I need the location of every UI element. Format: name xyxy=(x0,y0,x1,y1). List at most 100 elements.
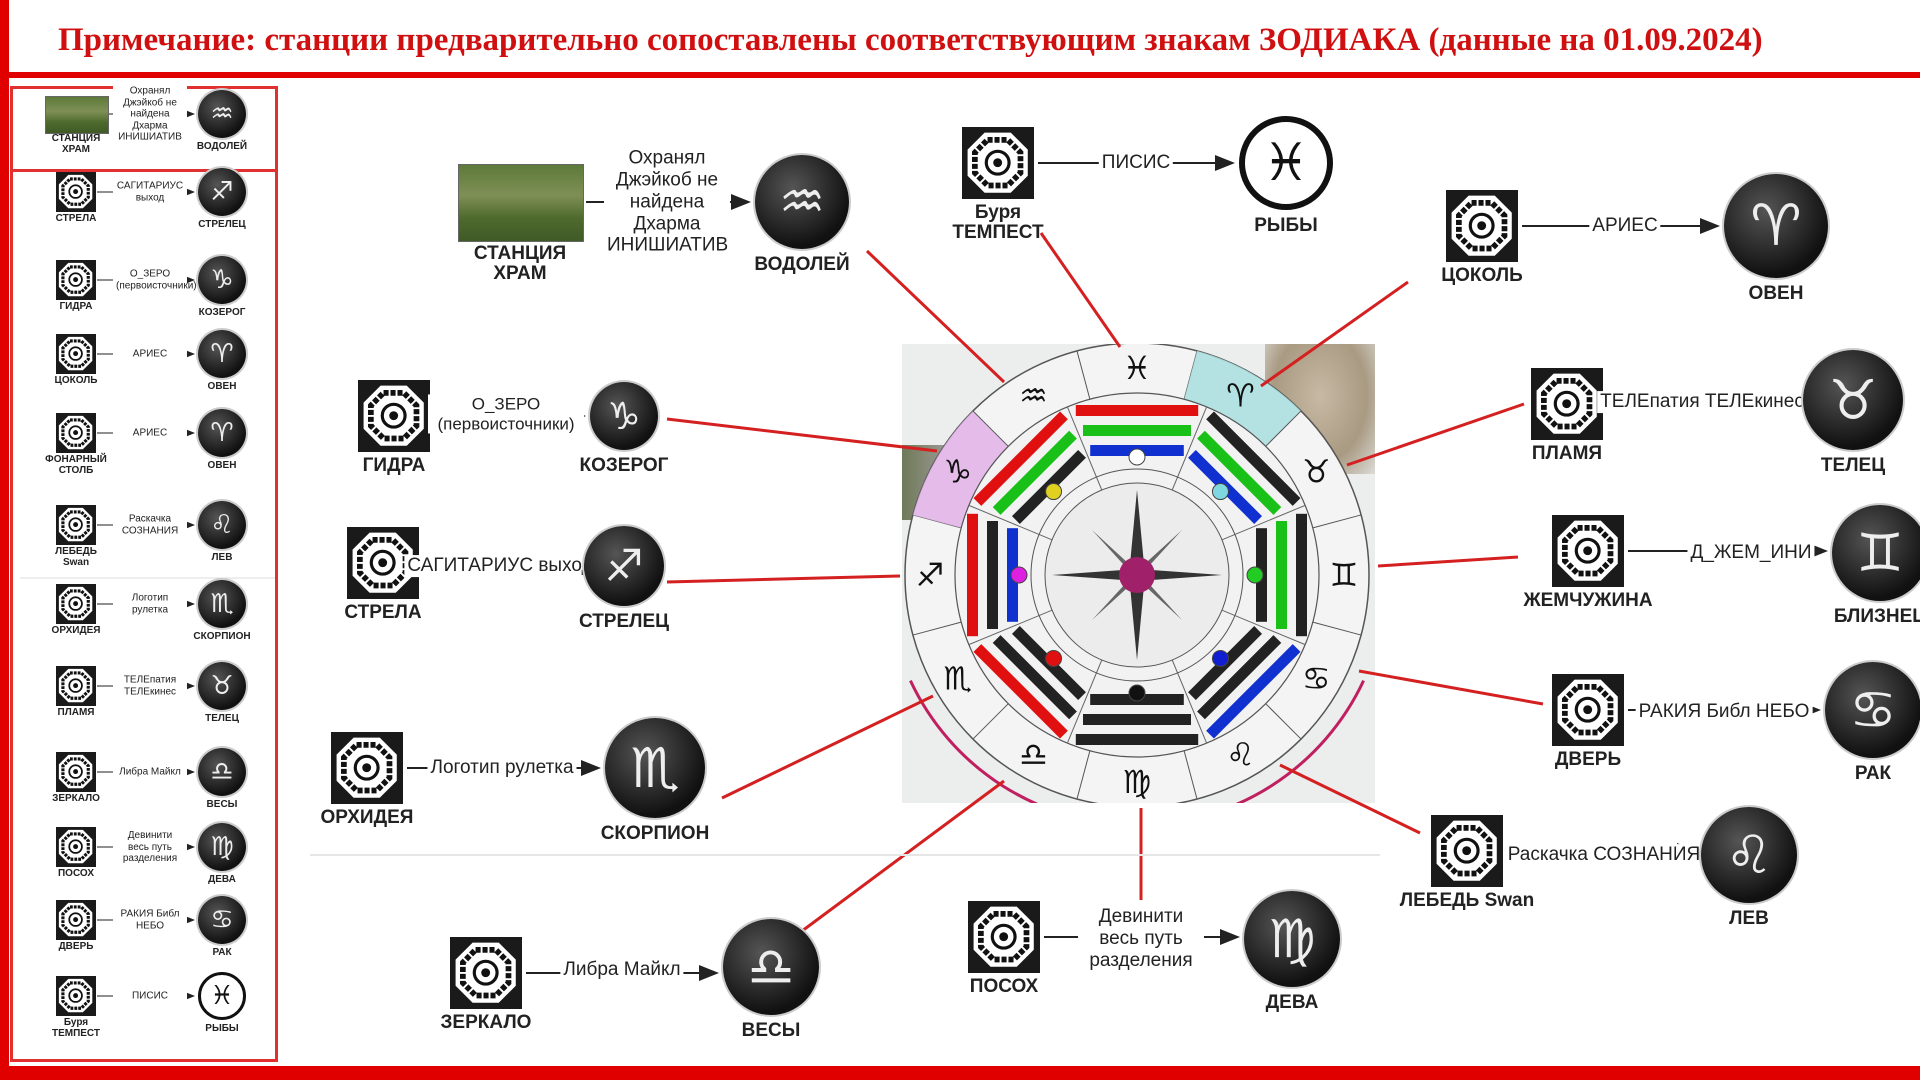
station-label: СТАНЦИЯ ХРАМ xyxy=(473,243,567,284)
dharma-octagon-icon xyxy=(1536,373,1598,435)
mini-sign-label: ЛЕВ xyxy=(211,552,233,563)
mini-station-logo xyxy=(56,172,96,212)
zodiac-coin-6: ♌ xyxy=(1701,807,1797,903)
segment-divider xyxy=(972,703,1009,740)
trigram-dot xyxy=(1128,448,1146,466)
mini-station-label: ЛЕБЕДЬ Swan xyxy=(55,546,97,568)
segment-divider xyxy=(1312,621,1362,636)
mini-station-logo xyxy=(56,666,96,706)
mini-station-logo xyxy=(56,260,96,300)
link-caption: ПИСИС xyxy=(1098,152,1174,174)
highlight-segment xyxy=(912,410,1009,528)
dharma-octagon-icon xyxy=(59,755,93,789)
station-label: СТРЕЛА xyxy=(344,602,422,623)
zodiac-glyph: ♏ xyxy=(943,660,972,698)
inner-ring xyxy=(1030,468,1244,682)
mini-zodiac-coin: ♒ xyxy=(198,90,246,138)
trigram-dot xyxy=(1128,684,1146,702)
trigram xyxy=(967,513,1018,637)
trigram-bar xyxy=(1197,430,1282,515)
sign-label: РЫБЫ xyxy=(1254,215,1318,236)
station-label: ЗЕРКАЛО xyxy=(440,1012,532,1033)
trigram xyxy=(1256,513,1307,637)
mini-zodiac-coin: ♓ xyxy=(198,972,246,1020)
dharma-octagon-icon xyxy=(1436,820,1498,882)
zodiac-glyph: ♈ xyxy=(1226,377,1255,415)
mini-station-label: СТАНЦИЯ ХРАМ xyxy=(51,133,101,155)
arrowhead-icon xyxy=(581,760,601,776)
mini-zodiac-coin: ♑ xyxy=(198,256,246,304)
arrowhead-icon xyxy=(1215,155,1235,171)
mini-sign-label: ВЕСЫ xyxy=(206,799,238,810)
zodiac-coin-2: ♈ xyxy=(1724,174,1828,278)
mini-station-label: Буря ТЕМПЕСТ xyxy=(51,1017,101,1039)
dharma-octagon-icon xyxy=(336,737,398,799)
sign-label: РАК xyxy=(1854,763,1892,784)
dharma-octagon-icon xyxy=(352,532,414,594)
dharma-octagon-icon xyxy=(59,508,93,542)
mini-station-label: ГИДРА xyxy=(59,301,93,312)
mini-sign-label: ТЕЛЕЦ xyxy=(205,713,239,724)
arrowhead-icon xyxy=(1220,929,1240,945)
zodiac-coin-7: ♍ xyxy=(1244,891,1340,987)
dharma-octagon-icon xyxy=(59,175,93,209)
dharma-octagon-icon xyxy=(59,337,93,371)
trigram-bar xyxy=(967,513,978,637)
mini-station-label: ЦОКОЛЬ xyxy=(54,375,98,386)
link-caption: САГИТАРИУС выход xyxy=(404,555,596,577)
sign-label: ОВЕН xyxy=(1748,283,1804,304)
station-label: ПОСОХ xyxy=(969,976,1039,997)
trigram-dot xyxy=(1211,483,1229,501)
mini-station-photo xyxy=(45,96,109,134)
sector-line xyxy=(1221,609,1306,646)
mini-link-caption: Либра Майкл xyxy=(113,766,187,778)
link-caption: Д_ЖЕМ_ИНИ xyxy=(1687,542,1815,564)
sign-label: БЛИЗНЕЦ xyxy=(1833,606,1920,627)
zodiac-coin-0: ♒ xyxy=(755,155,849,249)
zodiac-glyph: ♓ xyxy=(1123,349,1152,387)
sector-line xyxy=(1221,504,1306,541)
mini-link-caption: О_ЗЕРО (первоисточники) xyxy=(113,268,197,292)
segment-divider xyxy=(972,410,1009,447)
connector-line xyxy=(1358,669,1544,706)
mini-link-caption: АРИЕС xyxy=(113,427,187,439)
trigram-dot xyxy=(1045,483,1063,501)
zodiac-coin-10: ♐ xyxy=(584,526,664,606)
mini-station-label: ПЛАМЯ xyxy=(57,707,95,718)
mini-link-caption: Девинити весь путь разделения xyxy=(113,829,187,865)
mini-station-logo xyxy=(56,584,96,624)
segment-divider xyxy=(1076,750,1091,800)
arrowhead-icon xyxy=(1700,218,1720,234)
mini-zodiac-coin: ♌ xyxy=(198,501,246,549)
mini-link-caption: АРИЕС xyxy=(113,348,187,360)
station-logo xyxy=(1446,190,1518,262)
station-logo xyxy=(1431,815,1503,887)
zodiac-glyph: ♎ xyxy=(1019,735,1048,773)
mini-link-caption: САГИТАРИУС выход xyxy=(113,180,187,204)
station-logo xyxy=(1552,515,1624,587)
zodiac-glyph: ♍ xyxy=(1123,763,1152,801)
trigram-bar xyxy=(1197,635,1282,720)
arrowhead-icon xyxy=(699,965,719,981)
sign-label: ТЕЛЕЦ xyxy=(1820,455,1886,476)
zodiac-glyph: ♌ xyxy=(1226,735,1255,773)
mini-sign-label: ОВЕН xyxy=(207,460,237,471)
dharma-octagon-icon xyxy=(59,830,93,864)
sector-line xyxy=(1066,406,1103,491)
dharma-octagon-icon xyxy=(1557,679,1619,741)
link-caption: РАКИЯ Библ НЕБО xyxy=(1635,701,1813,723)
mini-sign-label: СКОРПИОН xyxy=(193,631,251,642)
sign-label: ВЕСЫ xyxy=(741,1020,801,1041)
link-caption: ТЕЛЕпатия ТЕЛЕкинес xyxy=(1597,391,1807,413)
link-caption: Раскачка СОЗНАНИЯ xyxy=(1504,844,1704,866)
mini-sign-label: ВОДОЛЕЙ xyxy=(196,141,248,152)
segment-divider xyxy=(912,621,962,636)
sector-line xyxy=(1066,659,1103,744)
mini-link-caption: Охранял Джэйкоб не найдена Дхарма ИНИШИА… xyxy=(113,85,187,143)
zodiac-coin-5: ♋ xyxy=(1825,662,1920,758)
mini-zodiac-coin: ♎ xyxy=(198,748,246,796)
sector-line xyxy=(968,609,1053,646)
sector-line xyxy=(1171,406,1208,491)
pink-arc xyxy=(909,680,1365,803)
dharma-octagon-icon xyxy=(363,385,425,447)
